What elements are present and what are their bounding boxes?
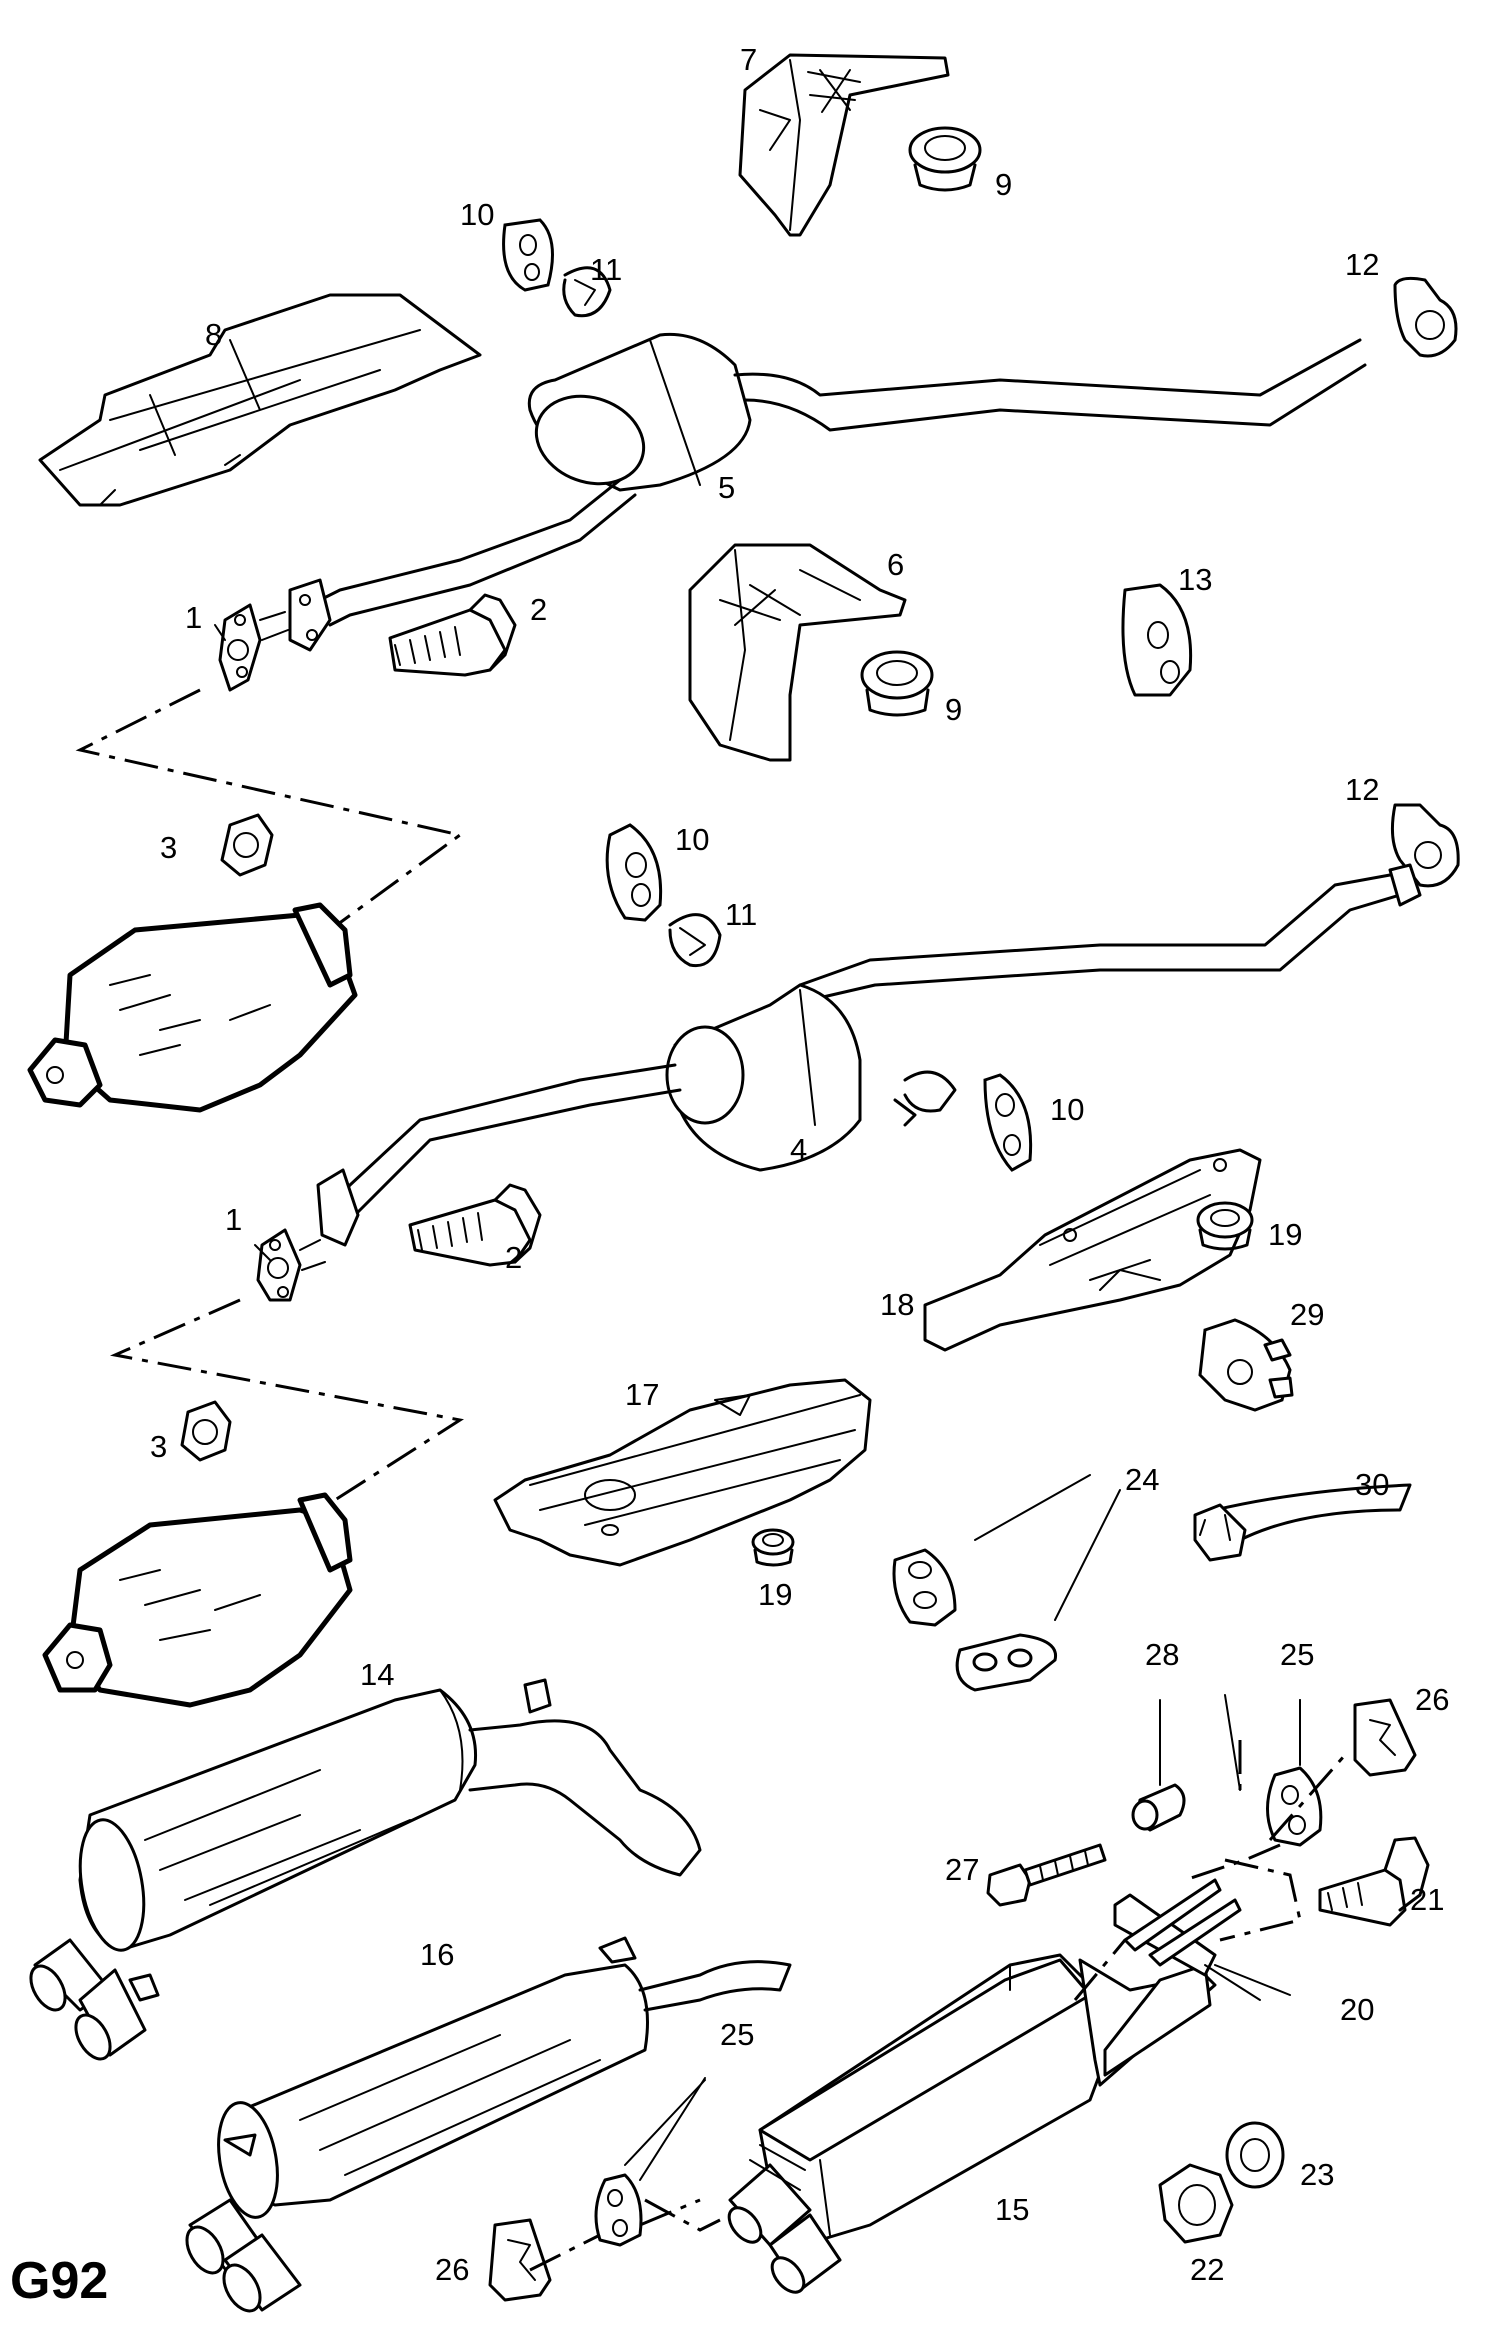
part-4-center-silencer xyxy=(318,865,1420,1245)
part-13-rubber-mount xyxy=(1123,585,1191,695)
part-9-bush-top xyxy=(910,128,980,190)
callout-19-upper: 19 xyxy=(1268,1217,1302,1252)
callout-12-top: 12 xyxy=(1345,247,1379,282)
callout-26-bottom: 26 xyxy=(435,2252,469,2287)
callout-labels: 1 1 2 2 3 3 4 5 6 7 8 9 9 10 10 10 11 11… xyxy=(150,42,1449,2287)
alignment-line-middle xyxy=(109,1298,464,1502)
part-14-rear-silencer xyxy=(24,1680,700,2065)
part-29-rubber-block xyxy=(1200,1320,1292,1410)
callout-11-middle: 11 xyxy=(725,897,757,932)
alignment-line-rear-2 xyxy=(1184,1754,1347,1882)
callout-1-top: 1 xyxy=(185,600,202,635)
callout-28: 28 xyxy=(1145,1637,1179,1672)
callout-18: 18 xyxy=(880,1287,914,1322)
part-30-hose xyxy=(1195,1485,1410,1560)
leader-lines xyxy=(214,624,1301,2181)
part-10-rubber-mount-top xyxy=(504,220,553,290)
part-7-bracket xyxy=(740,55,948,235)
callout-3-lower: 3 xyxy=(150,1429,167,1464)
callout-6: 6 xyxy=(887,547,904,582)
part-2-bolt-middle xyxy=(410,1185,540,1265)
callout-3-upper: 3 xyxy=(160,830,177,865)
part-15-rear-silencer xyxy=(723,1955,1215,2298)
part-27-bolt xyxy=(988,1845,1105,1905)
callout-5: 5 xyxy=(718,470,735,505)
part-17-heat-shield xyxy=(495,1380,870,1565)
callout-2-middle: 2 xyxy=(505,1240,522,1275)
part-18-heat-shield xyxy=(925,1150,1260,1350)
part-5-front-silencer xyxy=(290,334,1365,650)
callout-23: 23 xyxy=(1300,2157,1334,2192)
callout-29: 29 xyxy=(1290,1297,1324,1332)
callout-4: 4 xyxy=(790,1132,807,1167)
part-25-mount-right xyxy=(1268,1700,1321,1845)
callout-27: 27 xyxy=(945,1852,979,1887)
callout-21: 21 xyxy=(1410,1882,1444,1917)
callout-8: 8 xyxy=(205,317,222,352)
catalytic-converter-upper xyxy=(30,905,355,1110)
part-9-bush-middle xyxy=(862,652,932,715)
part-8-heat-shield xyxy=(40,295,480,505)
callout-15: 15 xyxy=(995,2192,1029,2227)
callout-22: 22 xyxy=(1190,2252,1224,2287)
part-10-rubber-mount-lower xyxy=(985,1075,1031,1170)
callout-12-middle: 12 xyxy=(1345,772,1379,807)
part-11-clamp-top xyxy=(564,268,610,316)
part-19-nut-lower xyxy=(753,1530,793,1565)
part-11-clip-lower xyxy=(895,1072,955,1125)
part-3-nut-lower xyxy=(182,1402,230,1460)
callout-10-lower: 10 xyxy=(1050,1092,1084,1127)
callout-11-top: 11 xyxy=(590,252,622,287)
callout-13: 13 xyxy=(1178,562,1212,597)
callout-16: 16 xyxy=(420,1937,454,1972)
part-16-rear-silencer xyxy=(180,1938,790,2317)
callout-7: 7 xyxy=(740,42,757,77)
alignment-line-rear-4 xyxy=(529,2198,721,2272)
part-6-bracket xyxy=(690,545,905,760)
callout-25-bottom: 25 xyxy=(720,2017,754,2052)
part-3-nut-upper xyxy=(222,815,272,875)
callout-17: 17 xyxy=(625,1377,659,1412)
callout-26-right: 26 xyxy=(1415,1682,1449,1717)
callout-14: 14 xyxy=(360,1657,394,1692)
callout-2-top: 2 xyxy=(530,592,547,627)
part-11-clamp-middle xyxy=(670,915,720,966)
alignment-line-rear-3 xyxy=(1073,1858,1302,2001)
figure-code: G92 xyxy=(10,2252,108,2310)
part-10-rubber-mount-middle xyxy=(607,825,660,920)
part-26-clip-bottom xyxy=(490,2220,550,2300)
catalytic-converter-lower xyxy=(45,1495,350,1705)
callout-9-top: 9 xyxy=(995,167,1012,202)
part-1-gasket-top xyxy=(220,605,288,690)
part-26-clip-right xyxy=(1355,1700,1415,1775)
part-22-nut xyxy=(1160,2165,1232,2242)
part-25-mount-bottom xyxy=(596,2080,705,2245)
callout-10-top: 10 xyxy=(460,197,494,232)
callout-30: 30 xyxy=(1355,1467,1389,1502)
part-1-gasket-middle xyxy=(258,1230,325,1300)
callout-20: 20 xyxy=(1340,1992,1374,2027)
part-21-bolt xyxy=(1320,1838,1428,1925)
alignment-line-top xyxy=(75,688,464,932)
part-20-bracket xyxy=(1115,1880,1260,2000)
part-23-washer xyxy=(1227,2123,1283,2187)
part-28-spacer xyxy=(1133,1700,1184,1830)
part-2-bolt-top xyxy=(390,595,515,675)
part-24-rubber-rings xyxy=(894,1475,1120,1690)
callout-19-lower: 19 xyxy=(758,1577,792,1612)
callout-9-middle: 9 xyxy=(945,692,962,727)
callout-10-middle: 10 xyxy=(675,822,709,857)
part-19-nut-upper xyxy=(1198,1203,1252,1249)
callout-1-middle: 1 xyxy=(225,1202,242,1237)
callout-24: 24 xyxy=(1125,1462,1159,1497)
part-12-hanger-top xyxy=(1395,278,1456,356)
callout-25-right: 25 xyxy=(1280,1637,1314,1672)
